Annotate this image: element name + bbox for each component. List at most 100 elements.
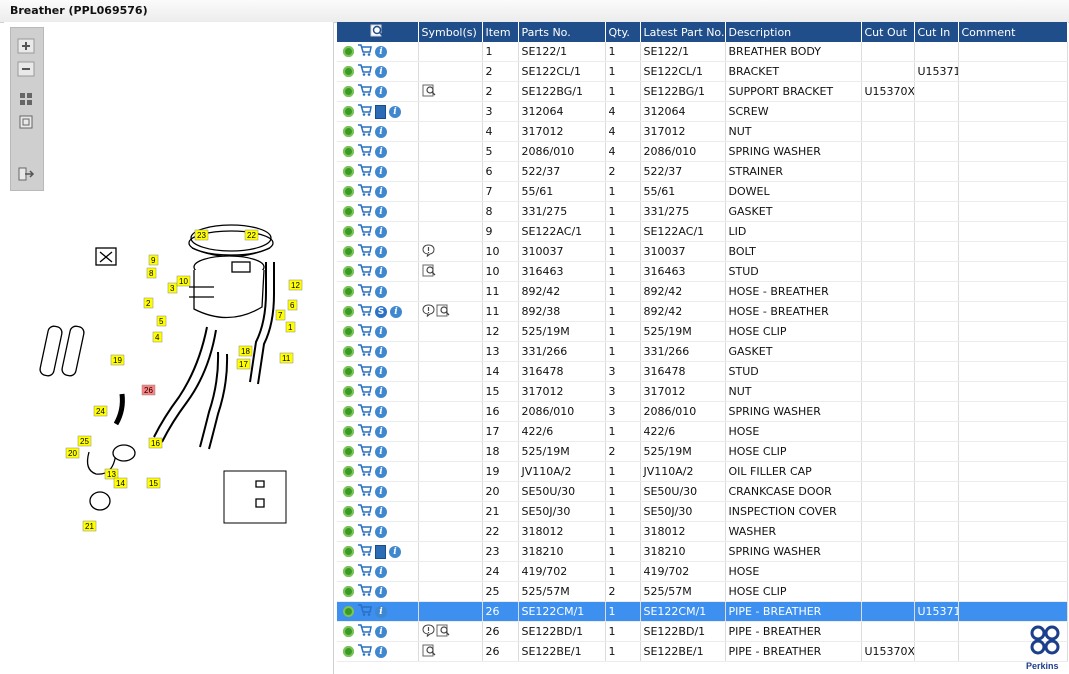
gear-icon[interactable] <box>343 586 354 597</box>
info-icon[interactable]: i <box>390 305 402 318</box>
callout-1[interactable]: 1 <box>285 321 296 333</box>
gear-icon[interactable] <box>343 186 354 197</box>
info-icon[interactable]: i <box>375 65 387 78</box>
comment-icon[interactable] <box>421 243 435 260</box>
info-icon[interactable]: i <box>375 585 387 598</box>
callout-24[interactable]: 24 <box>93 405 108 417</box>
info-icon[interactable]: i <box>375 445 387 458</box>
gear-icon[interactable] <box>343 306 354 317</box>
info-icon[interactable]: i <box>375 605 387 618</box>
book-icon[interactable] <box>375 104 386 119</box>
info-icon[interactable]: i <box>375 385 387 398</box>
callout-6[interactable]: 6 <box>287 299 298 311</box>
header-symbols[interactable]: Symbol(s) <box>418 22 483 42</box>
info-icon[interactable]: i <box>375 125 387 138</box>
info-icon[interactable]: i <box>375 165 387 178</box>
info-icon[interactable]: i <box>375 425 387 438</box>
info-icon[interactable]: i <box>375 525 387 538</box>
cart-icon[interactable] <box>357 184 372 199</box>
callout-10[interactable]: 10 <box>176 275 191 287</box>
cart-icon[interactable] <box>357 164 372 179</box>
header-qty[interactable]: Qty. <box>605 22 641 42</box>
header-description[interactable]: Description <box>725 22 862 42</box>
header-latest-part-no[interactable]: Latest Part No. <box>640 22 726 42</box>
cart-icon[interactable] <box>357 364 372 379</box>
gear-icon[interactable] <box>343 486 354 497</box>
info-icon[interactable]: i <box>375 465 387 478</box>
info-icon[interactable]: i <box>389 105 401 118</box>
gear-icon[interactable] <box>343 266 354 277</box>
callout-13[interactable]: 13 <box>104 468 119 480</box>
gear-icon[interactable] <box>343 166 354 177</box>
cart-icon[interactable] <box>357 444 372 459</box>
callout-2[interactable]: 2 <box>143 297 154 309</box>
cart-icon[interactable] <box>357 544 372 559</box>
cart-icon[interactable] <box>357 624 372 639</box>
callout-18[interactable]: 18 <box>238 345 253 357</box>
cart-icon[interactable] <box>357 644 372 659</box>
search-parts-icon[interactable] <box>370 24 384 37</box>
info-icon[interactable]: i <box>375 325 387 338</box>
info-icon[interactable]: i <box>389 545 401 558</box>
gear-icon[interactable] <box>343 386 354 397</box>
gear-icon[interactable] <box>343 126 354 137</box>
callout-7[interactable]: 7 <box>275 309 286 321</box>
gear-icon[interactable] <box>343 346 354 357</box>
cart-icon[interactable] <box>357 524 372 539</box>
gear-icon[interactable] <box>343 246 354 257</box>
callout-22[interactable]: 22 <box>244 229 259 241</box>
cart-icon[interactable] <box>357 224 372 239</box>
info-icon[interactable]: i <box>375 345 387 358</box>
gear-icon[interactable] <box>343 406 354 417</box>
header-cut-out[interactable]: Cut Out <box>861 22 915 42</box>
magnify-icon[interactable] <box>422 644 437 660</box>
callout-23[interactable]: 23 <box>194 229 209 241</box>
gear-icon[interactable] <box>343 546 354 557</box>
callout-8[interactable]: 8 <box>146 267 157 279</box>
gear-icon[interactable] <box>343 366 354 377</box>
callout-3[interactable]: 3 <box>167 282 178 294</box>
gear-icon[interactable] <box>343 86 354 97</box>
gear-icon[interactable] <box>343 446 354 457</box>
gear-icon[interactable] <box>343 146 354 157</box>
zoom-out-button[interactable] <box>17 61 35 77</box>
cart-icon[interactable] <box>357 404 372 419</box>
callout-16[interactable]: 16 <box>148 437 163 449</box>
header-icons[interactable] <box>337 22 419 42</box>
magnify-icon[interactable] <box>422 264 437 280</box>
cart-icon[interactable] <box>357 64 372 79</box>
cart-icon[interactable] <box>357 484 372 499</box>
info-icon[interactable]: i <box>375 285 387 298</box>
info-icon[interactable]: i <box>375 365 387 378</box>
export-button[interactable] <box>17 166 35 182</box>
gear-icon[interactable] <box>343 466 354 477</box>
gear-icon[interactable] <box>343 206 354 217</box>
cart-icon[interactable] <box>357 344 372 359</box>
info-icon[interactable]: i <box>375 205 387 218</box>
gear-icon[interactable] <box>343 46 354 57</box>
magnify-icon[interactable] <box>436 624 451 640</box>
info-icon[interactable]: i <box>375 265 387 278</box>
cart-icon[interactable] <box>357 124 372 139</box>
callout-19[interactable]: 19 <box>110 354 125 366</box>
cart-icon[interactable] <box>357 144 372 159</box>
